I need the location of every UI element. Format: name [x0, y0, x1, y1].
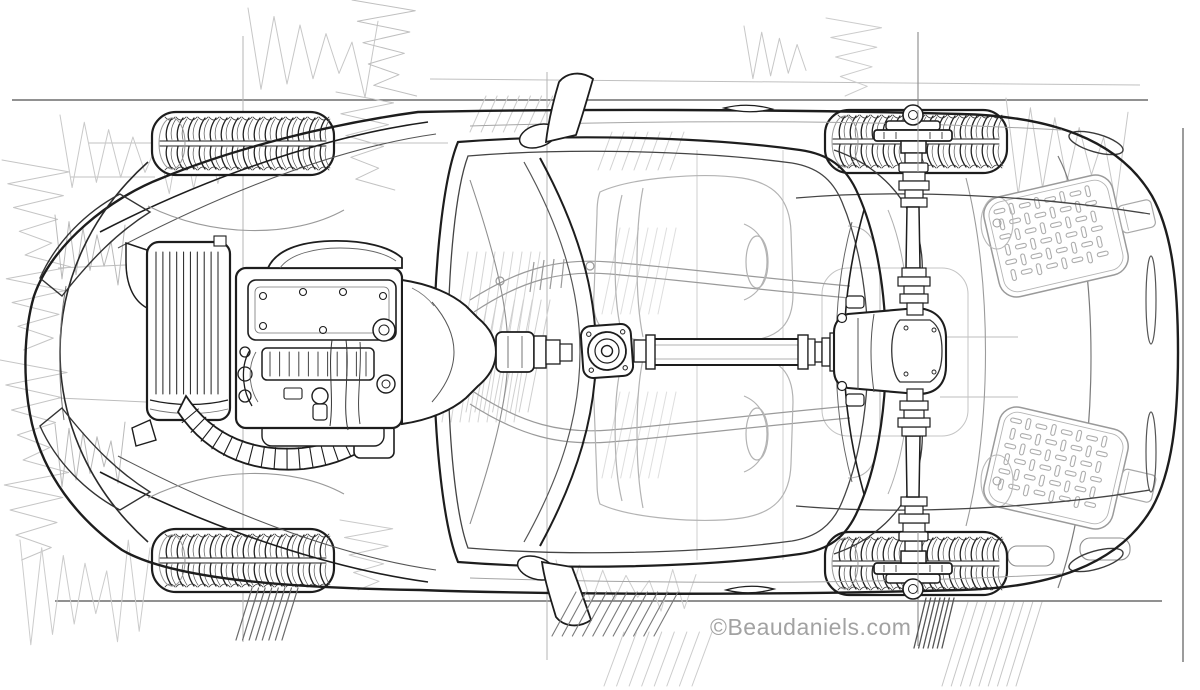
hood-edge [59, 161, 149, 543]
door-handle-left [723, 585, 777, 594]
nose-crease [59, 285, 67, 421]
transmission [401, 278, 573, 426]
bumper-cutout-2 [1079, 537, 1131, 561]
tail-lens-right [1145, 255, 1157, 345]
headlight-left [39, 407, 152, 511]
foreground-hatching [235, 110, 1043, 687]
mirrors-and-handles [516, 72, 777, 627]
tail-lens-left [1145, 411, 1157, 493]
exhaust-pipes [469, 258, 851, 444]
seat-right [593, 175, 794, 345]
bumper-cutout-1 [1007, 545, 1055, 567]
windshield-base-2 [523, 161, 581, 543]
seat-left [593, 351, 794, 521]
car-body [24, 108, 1180, 595]
valve-cover [247, 279, 397, 341]
center-flange [579, 322, 635, 380]
hanger-pin-left [992, 476, 1002, 486]
drivetrain [125, 104, 953, 600]
driveshaft-tube [647, 338, 803, 366]
driveshaft [579, 322, 840, 380]
fender-line-left-2 [117, 455, 437, 571]
right-muffler [979, 163, 1166, 302]
engine-cover-seam [965, 177, 986, 527]
distributor [372, 318, 396, 342]
rear-differential [832, 295, 948, 407]
rear-details [469, 130, 1166, 589]
taillight-left [1068, 547, 1124, 573]
watermark: ©Beaudaniels.com [710, 614, 912, 640]
fender-line-left [99, 471, 429, 583]
front-arch-right [147, 205, 345, 232]
throttle-body [311, 387, 329, 405]
hanger-pin-right [992, 218, 1002, 228]
intake-plenum [266, 240, 403, 269]
side-mirror-left [540, 560, 593, 627]
air-intake-box [125, 235, 232, 447]
left-muffler [979, 402, 1166, 541]
headlight-right [39, 193, 152, 297]
front-arch-left [147, 472, 345, 499]
taillight-right [1068, 130, 1124, 156]
body-outline [24, 108, 1180, 595]
door-handle-right [721, 104, 775, 113]
side-mirror-right [544, 72, 595, 144]
engine-block [234, 240, 404, 447]
fender-line-right-2 [117, 133, 437, 249]
fender-line-right [99, 121, 429, 233]
